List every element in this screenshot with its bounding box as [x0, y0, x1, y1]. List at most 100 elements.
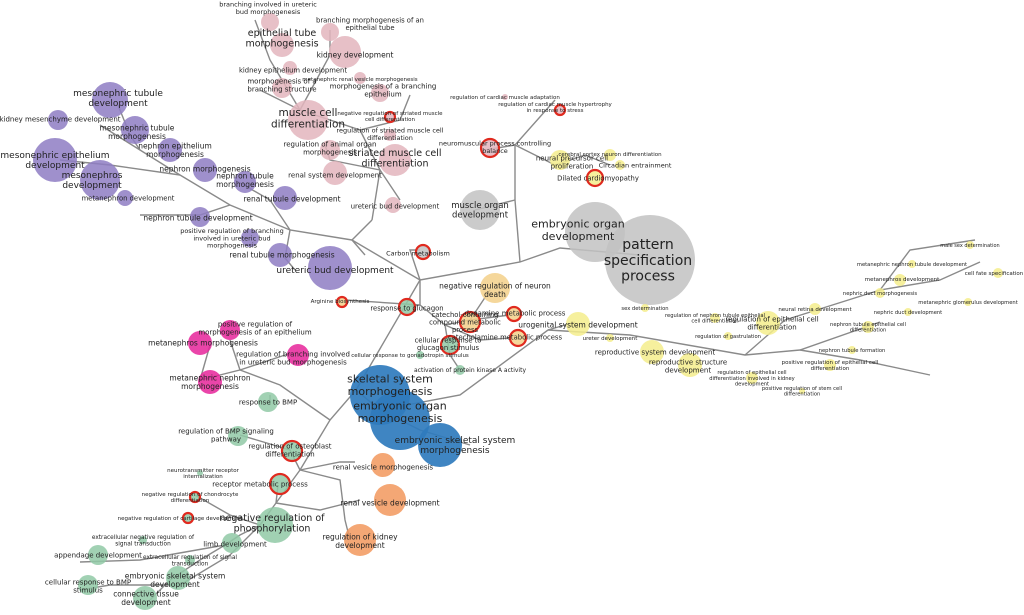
term-node-n23[interactable] [460, 190, 500, 230]
term-node-n94[interactable] [746, 372, 758, 384]
term-node-n90[interactable] [964, 298, 972, 306]
term-node-n38[interactable] [268, 243, 292, 267]
term-node-n66[interactable] [181, 511, 195, 525]
term-node-n75[interactable] [78, 575, 98, 595]
term-node-n37[interactable] [241, 229, 259, 247]
term-node-n4[interactable] [329, 36, 361, 68]
term-node-n31[interactable] [193, 158, 217, 182]
term-label-n35: renal tubule development [243, 195, 340, 204]
term-node-n13[interactable] [379, 144, 411, 176]
term-node-n46[interactable] [566, 312, 590, 336]
term-node-n43[interactable] [397, 297, 417, 317]
term-node-n29[interactable] [33, 138, 77, 182]
term-node-n50[interactable] [416, 351, 424, 359]
term-node-n83[interactable] [809, 303, 821, 315]
term-node-n57[interactable] [370, 390, 430, 450]
term-node-n68[interactable] [374, 484, 406, 516]
term-node-n34[interactable] [117, 190, 133, 206]
term-node-n52[interactable] [220, 320, 240, 340]
term-node-n25[interactable] [605, 215, 695, 305]
term-node-n59[interactable] [258, 392, 278, 412]
term-node-n84[interactable] [908, 260, 916, 268]
term-node-n26[interactable] [92, 82, 128, 118]
term-node-n85[interactable] [894, 274, 906, 286]
term-node-n21[interactable] [615, 160, 625, 170]
term-node-n7[interactable] [272, 78, 292, 98]
term-node-n65[interactable] [188, 490, 202, 504]
term-node-n48[interactable] [508, 328, 528, 348]
term-node-n44[interactable] [505, 305, 523, 323]
term-node-n8[interactable] [371, 84, 389, 102]
term-node-n88[interactable] [875, 288, 885, 298]
term-node-n30[interactable] [158, 138, 182, 162]
term-node-n61[interactable] [280, 439, 304, 463]
term-node-n87[interactable] [993, 268, 1003, 278]
term-node-n42[interactable] [335, 295, 349, 309]
term-node-n17[interactable] [553, 103, 567, 117]
term-node-n35[interactable] [273, 186, 297, 210]
term-node-n74[interactable] [166, 566, 190, 590]
term-node-n41[interactable] [480, 273, 510, 303]
term-node-n16[interactable] [502, 94, 508, 100]
term-node-n93[interactable] [824, 359, 836, 371]
term-node-n28[interactable] [121, 116, 149, 144]
term-node-n9[interactable] [383, 110, 397, 124]
term-node-n51[interactable] [455, 365, 465, 375]
term-node-n64[interactable] [268, 472, 292, 496]
term-node-n3[interactable] [270, 33, 294, 57]
term-label-n48: catecholamine metabolic process [448, 333, 563, 341]
term-node-n36[interactable] [190, 207, 210, 227]
term-node-n73[interactable] [185, 555, 195, 565]
term-node-n6[interactable] [354, 72, 366, 84]
term-node-n67[interactable] [257, 507, 293, 543]
term-node-n20[interactable] [550, 150, 570, 170]
term-node-n69[interactable] [139, 536, 147, 544]
term-node-n5[interactable] [283, 61, 297, 75]
term-node-n15[interactable] [385, 197, 401, 213]
term-node-n92[interactable] [848, 346, 856, 354]
term-node-n81[interactable] [756, 311, 780, 335]
term-node-n60[interactable] [228, 426, 248, 446]
term-node-n33[interactable] [234, 171, 256, 193]
term-node-n40[interactable] [414, 243, 432, 261]
term-node-n2[interactable] [321, 23, 339, 41]
term-node-n91[interactable] [862, 321, 874, 333]
term-node-n86[interactable] [966, 241, 974, 249]
term-node-n76[interactable] [133, 586, 157, 610]
term-node-n12[interactable] [320, 140, 340, 160]
term-node-n11[interactable] [384, 129, 396, 141]
term-node-n1[interactable] [261, 13, 279, 31]
term-node-n14[interactable] [323, 161, 347, 185]
term-node-n22[interactable] [585, 168, 605, 188]
term-node-n18[interactable] [479, 137, 501, 159]
term-node-n54[interactable] [287, 344, 309, 366]
term-node-n62[interactable] [371, 453, 395, 477]
term-node-n72[interactable] [88, 545, 108, 565]
term-node-n63[interactable] [197, 470, 203, 476]
term-node-n71[interactable] [344, 524, 376, 556]
term-node-n78[interactable] [678, 353, 702, 377]
term-node-n77[interactable] [640, 340, 664, 364]
term-node-n32[interactable] [80, 160, 120, 200]
term-node-n89[interactable] [904, 308, 912, 316]
term-node-n95[interactable] [799, 388, 805, 394]
term-node-n55[interactable] [198, 370, 222, 394]
term-node-n45[interactable] [458, 310, 482, 334]
term-node-n47[interactable] [439, 334, 461, 356]
term-node-n19[interactable] [604, 149, 616, 161]
term-node-n39[interactable] [308, 246, 352, 290]
term-node-n10[interactable] [288, 100, 328, 140]
term-node-n49[interactable] [606, 334, 614, 342]
term-node-n79[interactable] [641, 304, 649, 312]
term-node-n70[interactable] [222, 533, 242, 553]
term-node-n82[interactable] [724, 332, 732, 340]
term-node-n80[interactable] [710, 313, 720, 323]
term-node-n53[interactable] [188, 331, 212, 355]
term-node-n27[interactable] [48, 110, 68, 130]
term-node-n58[interactable] [418, 423, 462, 467]
